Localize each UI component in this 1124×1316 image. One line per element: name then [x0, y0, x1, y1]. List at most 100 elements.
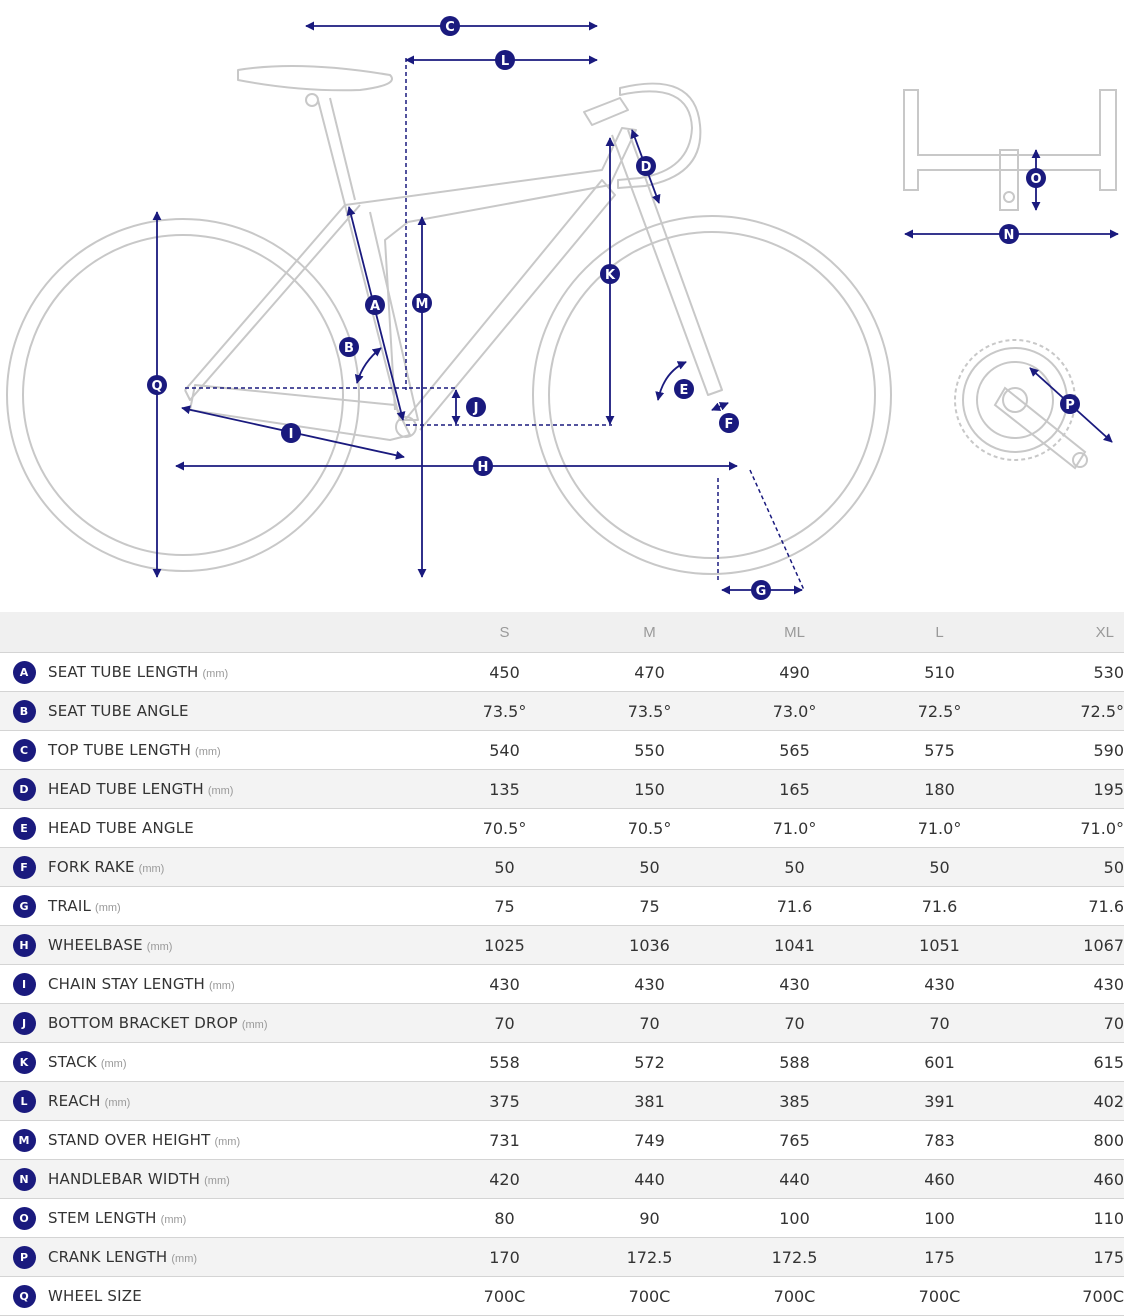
size-header: XL — [1012, 612, 1124, 653]
size-value: 71.0° — [722, 808, 867, 848]
svg-text:G: G — [756, 584, 767, 599]
row-letter-badge: K — [12, 1050, 36, 1074]
size-value: 70.5° — [577, 808, 722, 848]
size-value: 430 — [1012, 964, 1124, 1004]
marker-b: B — [339, 337, 359, 357]
parameter-name-cell: FORK RAKE(mm) — [48, 847, 432, 887]
row-letter-badge: F — [12, 855, 36, 879]
size-value: 71.6 — [722, 886, 867, 926]
parameter-unit: (mm) — [138, 862, 165, 875]
size-value: 460 — [1012, 1159, 1124, 1199]
row-letter-badge: J — [12, 1011, 36, 1035]
size-value: 440 — [577, 1159, 722, 1199]
row-badge-cell: B — [0, 691, 48, 731]
row-letter-badge: C — [12, 738, 36, 762]
size-value: 195 — [1012, 769, 1124, 809]
size-value: 385 — [722, 1081, 867, 1121]
size-value: 80 — [432, 1198, 577, 1238]
parameter-name: BOTTOM BRACKET DROP — [48, 1013, 238, 1032]
parameter-name: STEM LENGTH — [48, 1208, 157, 1227]
marker-i: I — [281, 423, 301, 443]
size-value: 135 — [432, 769, 577, 809]
size-value: 180 — [867, 769, 1012, 809]
parameter-unit: (mm) — [214, 1135, 241, 1148]
marker-q: Q — [147, 375, 167, 395]
parameter-name-cell: HEAD TUBE LENGTH(mm) — [48, 769, 432, 809]
row-letter-badge: O — [12, 1206, 36, 1230]
row-letter-badge: N — [12, 1167, 36, 1191]
svg-text:I: I — [289, 427, 294, 442]
row-badge-cell: I — [0, 964, 48, 1004]
size-value: 1051 — [867, 925, 1012, 965]
svg-text:F: F — [725, 417, 734, 432]
marker-p: P — [1060, 394, 1080, 414]
row-badge-cell: L — [0, 1081, 48, 1121]
size-value: 381 — [577, 1081, 722, 1121]
parameter-name-cell: WHEEL SIZE — [48, 1276, 432, 1316]
size-value: 50 — [722, 847, 867, 887]
size-value: 50 — [1012, 847, 1124, 887]
parameter-name: TRAIL — [48, 896, 92, 915]
size-value: 530 — [1012, 652, 1124, 692]
row-letter-badge: A — [12, 660, 36, 684]
row-letter-badge: Q — [12, 1284, 36, 1308]
size-value: 430 — [432, 964, 577, 1004]
size-value: 510 — [867, 652, 1012, 692]
size-value: 749 — [577, 1120, 722, 1160]
size-value: 70 — [867, 1003, 1012, 1043]
size-value: 50 — [577, 847, 722, 887]
parameter-name-cell: SEAT TUBE LENGTH(mm) — [48, 652, 432, 692]
size-value: 50 — [867, 847, 1012, 887]
size-value: 765 — [722, 1120, 867, 1160]
parameter-name: SEAT TUBE LENGTH — [48, 662, 199, 681]
size-value: 565 — [722, 730, 867, 770]
row-badge-cell: C — [0, 730, 48, 770]
marker-f: F — [719, 413, 739, 433]
parameter-name: WHEELBASE — [48, 935, 143, 954]
size-value: 71.0° — [1012, 808, 1124, 848]
row-badge-cell: Q — [0, 1276, 48, 1316]
svg-text:E: E — [680, 383, 689, 398]
size-value: 110 — [1012, 1198, 1124, 1238]
parameter-name: FORK RAKE — [48, 857, 135, 876]
marker-n: N — [999, 224, 1019, 244]
parameter-unit: (mm) — [104, 1096, 131, 1109]
parameter-name-cell: CRANK LENGTH(mm) — [48, 1237, 432, 1277]
size-value: 71.0° — [867, 808, 1012, 848]
size-value: 700C — [577, 1276, 722, 1316]
parameter-unit: (mm) — [207, 784, 234, 797]
svg-text:H: H — [478, 460, 489, 475]
parameter-name-cell: TOP TUBE LENGTH(mm) — [48, 730, 432, 770]
arrow-f — [711, 402, 729, 411]
parameter-name: STAND OVER HEIGHT — [48, 1130, 211, 1149]
marker-o: O — [1026, 168, 1046, 188]
row-letter-badge: D — [12, 777, 36, 801]
marker-j: J — [466, 397, 486, 417]
svg-text:K: K — [605, 268, 616, 283]
row-badge-cell: E — [0, 808, 48, 848]
size-value: 73.5° — [432, 691, 577, 731]
table-header-row: S M ML L XL — [0, 612, 1124, 653]
size-value: 420 — [432, 1159, 577, 1199]
row-letter-badge: G — [12, 894, 36, 918]
parameter-name: HANDLEBAR WIDTH — [48, 1169, 201, 1188]
size-value: 100 — [867, 1198, 1012, 1238]
svg-text:J: J — [473, 401, 479, 416]
size-value: 150 — [577, 769, 722, 809]
marker-l: L — [495, 50, 515, 70]
parameter-unit: (mm) — [146, 940, 173, 953]
size-value: 402 — [1012, 1081, 1124, 1121]
parameter-name: REACH — [48, 1091, 101, 1110]
parameter-name: HEAD TUBE LENGTH — [48, 779, 204, 798]
svg-text:Q: Q — [151, 379, 162, 394]
